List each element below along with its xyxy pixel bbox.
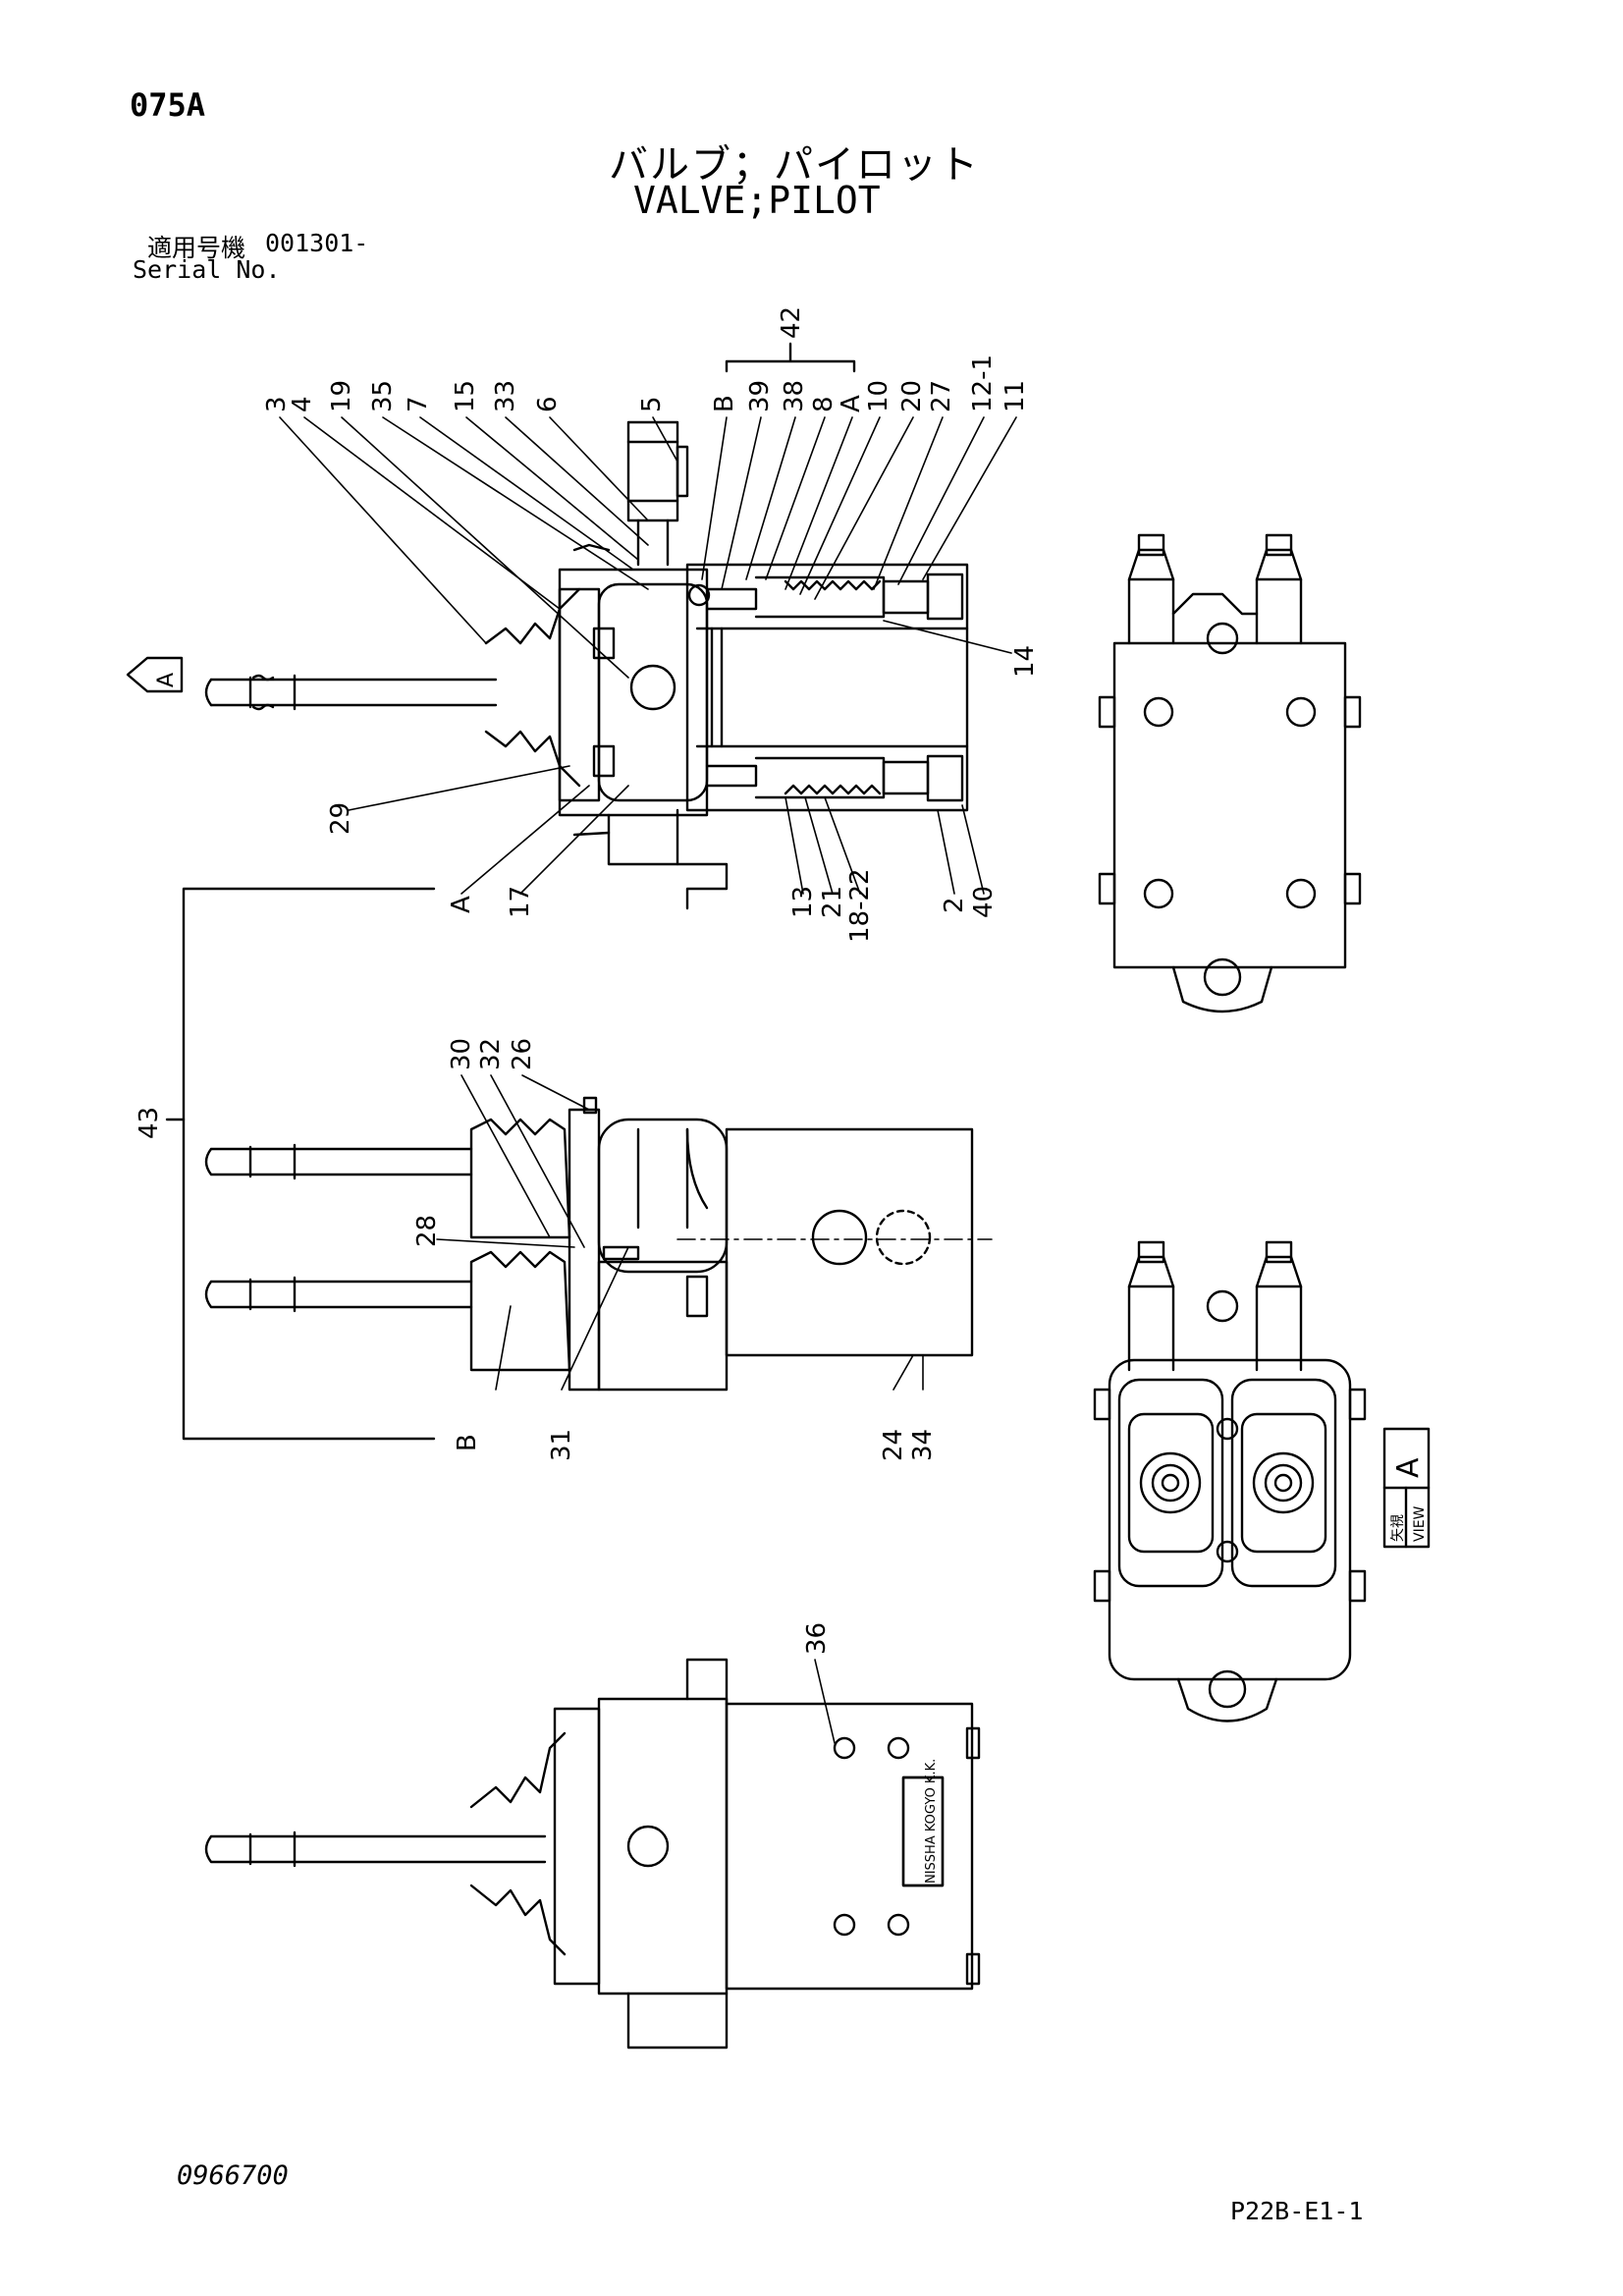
serial-label-japanese: 適用号機	[147, 234, 246, 262]
callout-40: 40	[969, 886, 999, 918]
callout-14: 14	[1010, 645, 1040, 678]
title-japanese: バルブ；パイロット	[609, 142, 980, 188]
callout-32: 32	[476, 1038, 506, 1070]
nameplate-maker: NISSHA KOGYO K.K.	[924, 1759, 939, 1884]
callout-34: 34	[908, 1429, 938, 1461]
callout-b-section: B	[710, 395, 739, 412]
page-code: 075A	[130, 86, 206, 124]
view-box-letter: A	[1391, 1457, 1426, 1478]
callout-2: 2	[940, 897, 969, 913]
callout-28: 28	[412, 1215, 442, 1247]
callout-7: 7	[404, 396, 433, 412]
callout-26: 26	[508, 1038, 537, 1070]
leader-lines	[279, 416, 1017, 1744]
view-box-en: VIEW	[1412, 1505, 1428, 1542]
callout-43: 43	[135, 1107, 164, 1139]
callout-3: 3	[262, 396, 292, 412]
section-view	[204, 420, 969, 910]
callout-8: 8	[809, 396, 839, 412]
callout-b-side: B	[453, 1434, 482, 1451]
callout-4: 4	[288, 396, 317, 412]
title-english: VALVE;PILOT	[633, 179, 881, 222]
serial-label-english: Serial No.	[133, 255, 281, 284]
callout-30: 30	[447, 1038, 476, 1070]
sheet-code: P22B-E1-1	[1230, 2197, 1364, 2225]
callout-5: 5	[637, 396, 667, 412]
callout-36: 36	[802, 1622, 832, 1655]
callout-a-section: A	[837, 395, 866, 412]
callout-6: 6	[533, 396, 563, 412]
callout-24: 24	[879, 1429, 908, 1461]
callout-15: 15	[451, 380, 480, 412]
callout-29: 29	[326, 802, 355, 835]
bottom-view	[204, 1658, 981, 2050]
side-view	[204, 1096, 993, 1392]
callout-13: 13	[788, 886, 818, 918]
callout-11: 11	[1001, 380, 1030, 412]
view-a	[1093, 1240, 1367, 1722]
serial-range: 001301-	[265, 229, 369, 257]
view-box-kanji: 矢視	[1390, 1514, 1406, 1542]
callout-17: 17	[506, 886, 535, 918]
callout-19: 19	[327, 380, 356, 412]
callout-20: 20	[897, 380, 927, 412]
callout-18-22: 18-22	[845, 868, 875, 943]
drawing-number: 0966700	[177, 2160, 289, 2191]
callout-38: 38	[780, 380, 809, 412]
callout-21: 21	[818, 886, 847, 918]
callout-a-left: A	[447, 896, 476, 913]
callout-27: 27	[927, 380, 956, 412]
callout-31: 31	[547, 1429, 576, 1461]
callout-labels: 3 4 19 35 7 15 33 6 5 B 39 38 8 A 10 20 …	[135, 306, 1040, 1655]
callout-39: 39	[745, 380, 775, 412]
view-arrow-label: A	[154, 673, 179, 687]
callout-10: 10	[864, 380, 893, 412]
plan-view	[1098, 533, 1362, 1013]
callout-33: 33	[491, 380, 520, 412]
callout-12-1: 12-1	[968, 355, 998, 412]
callout-35: 35	[368, 380, 398, 412]
callout-42: 42	[777, 306, 806, 339]
